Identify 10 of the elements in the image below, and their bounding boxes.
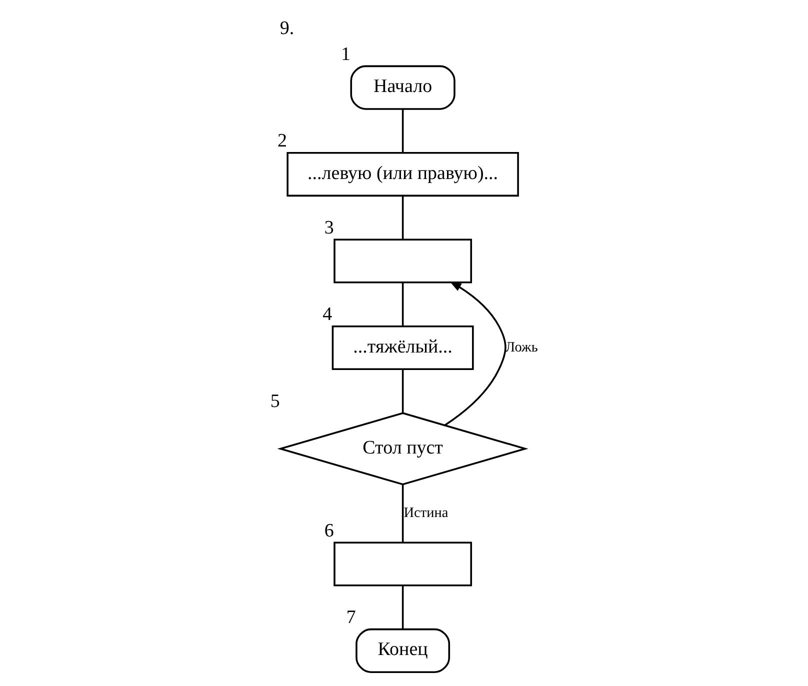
node-label: 2 <box>277 130 287 152</box>
edge-label: Ложь <box>505 339 538 356</box>
node-label: 7 <box>346 607 356 628</box>
diagram-title: 9. <box>280 18 294 39</box>
edge-label: Истина <box>404 505 448 522</box>
node-label: 4 <box>322 304 332 326</box>
node-label: 1 <box>341 44 351 66</box>
node-label: 5 <box>270 390 280 412</box>
node-label: 3 <box>324 217 334 238</box>
node-label: 6 <box>324 520 334 542</box>
